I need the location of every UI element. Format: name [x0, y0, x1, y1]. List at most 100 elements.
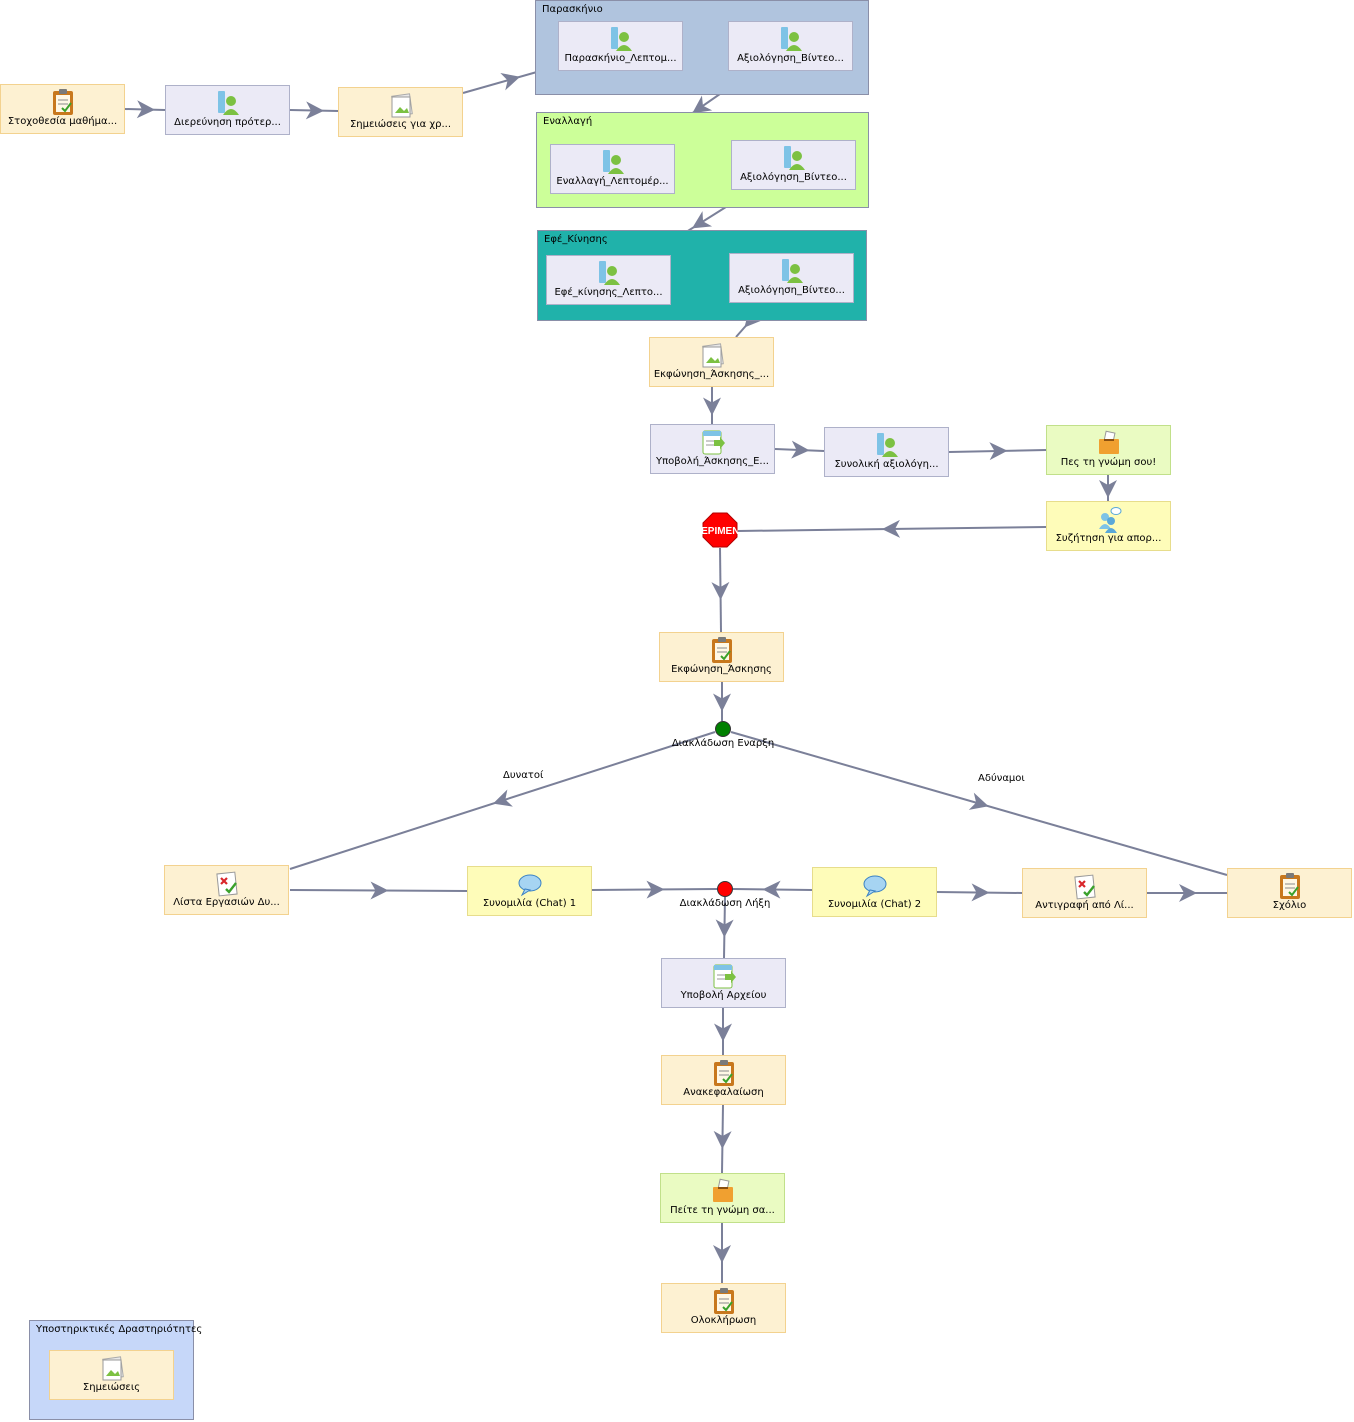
- activity-label: Εκφώνηση_Άσκησης_...: [653, 369, 770, 380]
- activity-label: Υποβολή_Άσκησης_Ε...: [656, 456, 769, 467]
- activity-label: Ολοκλήρωση: [690, 1315, 757, 1326]
- branch-label-weak: Αδύναμοι: [978, 773, 1025, 784]
- activity-label: Αξιολόγηση_Βίντεο...: [740, 172, 847, 183]
- clipboard-icon: [711, 637, 732, 663]
- activity-label: Αντιγραφή από Λί...: [1035, 900, 1134, 911]
- flow-arrow: [989, 442, 1008, 461]
- flow-arrow: [136, 100, 155, 119]
- activity-opinion[interactable]: Πες τη γνώμη σου!: [1046, 425, 1171, 475]
- activity-explore[interactable]: Διερεύνηση πρότερ...: [165, 85, 290, 135]
- flow-arrow: [713, 1245, 731, 1263]
- activity-label: Συνολική αξιολόγη...: [834, 459, 939, 470]
- user-book-icon: [602, 150, 624, 174]
- activity-label: Αξιολόγηση_Βίντεο...: [738, 285, 845, 296]
- activity-total-eval[interactable]: Συνολική αξιολόγη...: [824, 427, 949, 477]
- image-note-icon: [701, 343, 724, 368]
- activity-sw-eval[interactable]: Αξιολόγηση_Βίντεο...: [731, 140, 856, 190]
- stop-sign[interactable]: ΠΕΡΙΜΕΝΕ: [702, 512, 738, 548]
- user-book-icon: [876, 433, 898, 457]
- activity-file-submit[interactable]: Υποβολή Αρχείου: [661, 958, 786, 1008]
- activity-label: Εφέ_κίνησης_Λεπτο...: [554, 287, 663, 298]
- gate-start[interactable]: [715, 721, 731, 737]
- upload-form-icon: [713, 964, 736, 989]
- activity-notes-use[interactable]: Σημειώσεις για χρ...: [338, 87, 463, 137]
- gate-start-label: Διακλάδωση Εναρξη: [671, 738, 775, 749]
- activity-task-list[interactable]: Λίστα Εργασιών Δυ...: [164, 865, 289, 915]
- activity-label: Διερεύνηση πρότερ...: [174, 117, 281, 128]
- group-label: Παρασκήνιο: [542, 4, 603, 15]
- activity-ex-submit[interactable]: Υποβολή_Άσκησης_Ε...: [650, 424, 775, 474]
- group-label: Υποστηρικτικές Δραστηριότητες: [36, 1324, 203, 1335]
- activity-label: Στοχοθεσία μαθήμα...: [7, 116, 118, 127]
- activity-label: Παρασκήνιο_Λεπτομ...: [564, 53, 677, 64]
- flow-arrow: [1099, 480, 1117, 498]
- branch-label-strong: Δυνατοί: [503, 770, 544, 781]
- user-book-icon: [610, 27, 632, 51]
- flow-arrow: [703, 397, 721, 416]
- flow-arrow: [370, 881, 389, 900]
- activity-bg-detail[interactable]: Παρασκήνιο_Λεπτομ...: [558, 21, 683, 71]
- flow-arrow: [711, 581, 730, 600]
- gate-end[interactable]: [717, 881, 733, 897]
- activity-label: Λίστα Εργασιών Δυ...: [173, 897, 280, 908]
- clipboard-icon: [52, 89, 73, 115]
- ballot-box-icon: [712, 1178, 733, 1202]
- flow-arrow: [971, 883, 990, 902]
- chat-bubble-icon: [863, 875, 886, 898]
- activity-mo-detail[interactable]: Εφέ_κίνησης_Λεπτο...: [546, 255, 671, 305]
- user-book-icon: [783, 146, 805, 170]
- activity-label: Σημειώσεις για χρ...: [349, 119, 452, 130]
- image-note-icon: [390, 93, 413, 118]
- flow-arrow: [882, 519, 901, 538]
- activity-comment[interactable]: Σχόλιο: [1227, 868, 1352, 918]
- activity-label: Υποβολή Αρχείου: [680, 990, 767, 1001]
- activity-mo-eval[interactable]: Αξιολόγηση_Βίντεο...: [729, 253, 854, 303]
- image-note-icon: [101, 1356, 124, 1381]
- flow-arrow: [762, 880, 781, 899]
- flow-arrow: [713, 1130, 732, 1149]
- flow-arrow: [692, 211, 713, 229]
- activity-label: Συνομιλία (Chat) 2: [827, 899, 922, 910]
- flow-arrow: [714, 1023, 732, 1042]
- ballot-box-icon: [1098, 430, 1119, 454]
- user-book-icon: [217, 91, 239, 115]
- activity-bg-eval[interactable]: Αξιολόγηση_Βίντεο...: [728, 21, 853, 71]
- activity-discussion[interactable]: Συζήτηση για απορ...: [1046, 501, 1171, 551]
- activity-completion[interactable]: Ολοκλήρωση: [661, 1283, 786, 1333]
- flow-arrow: [791, 440, 810, 459]
- group-label: Εναλλαγή: [543, 116, 593, 127]
- forum-icon: [1098, 507, 1121, 533]
- flow-arrow: [646, 880, 665, 899]
- activity-sw-detail[interactable]: Εναλλαγή_Λεπτομέρ...: [550, 144, 675, 194]
- activity-label: Εναλλαγή_Λεπτομέρ...: [556, 176, 669, 187]
- activity-chat2[interactable]: Συνομιλία (Chat) 2: [812, 867, 937, 917]
- activity-notes[interactable]: Σημειώσεις: [49, 1350, 174, 1400]
- clipboard-icon: [1279, 873, 1300, 899]
- activity-chat1[interactable]: Συνομιλία (Chat) 1: [467, 866, 592, 916]
- activity-label: Πείτε τη γνώμη σα...: [670, 1205, 775, 1216]
- flow-arrow: [492, 789, 513, 807]
- activity-ex-statement1[interactable]: Εκφώνηση_Άσκησης_...: [649, 337, 774, 387]
- activity-summary[interactable]: Ανακεφαλαίωση: [661, 1055, 786, 1105]
- checklist-icon: [215, 871, 238, 897]
- flow-arrow: [715, 919, 734, 938]
- activity-label: Σημειώσεις: [82, 1382, 141, 1393]
- chat-bubble-icon: [518, 874, 541, 897]
- flow-arrow: [692, 95, 713, 114]
- activity-label: Ανακεφαλαίωση: [683, 1087, 764, 1098]
- flow-arrow: [968, 792, 989, 810]
- activity-ex-statement2[interactable]: Εκφώνηση_Άσκησης: [659, 632, 784, 682]
- activity-copy-from[interactable]: Αντιγραφή από Λί...: [1022, 868, 1147, 918]
- user-book-icon: [781, 259, 803, 283]
- activity-opinion2[interactable]: Πείτε τη γνώμη σα...: [660, 1173, 785, 1223]
- clipboard-icon: [713, 1288, 734, 1314]
- activity-label: Πες τη γνώμη σου!: [1060, 457, 1157, 468]
- activity-label: Εκφώνηση_Άσκησης: [671, 664, 772, 675]
- activity-label: Συζήτηση για απορ...: [1055, 533, 1162, 544]
- flow-arrow: [305, 101, 324, 120]
- upload-form-icon: [702, 430, 725, 455]
- activity-goals[interactable]: Στοχοθεσία μαθήμα...: [0, 84, 125, 134]
- gate-end-label: Διακλάδωση Λήξη: [679, 898, 771, 909]
- flow-arrow: [1179, 884, 1197, 902]
- activity-label: Σχόλιο: [1272, 900, 1307, 911]
